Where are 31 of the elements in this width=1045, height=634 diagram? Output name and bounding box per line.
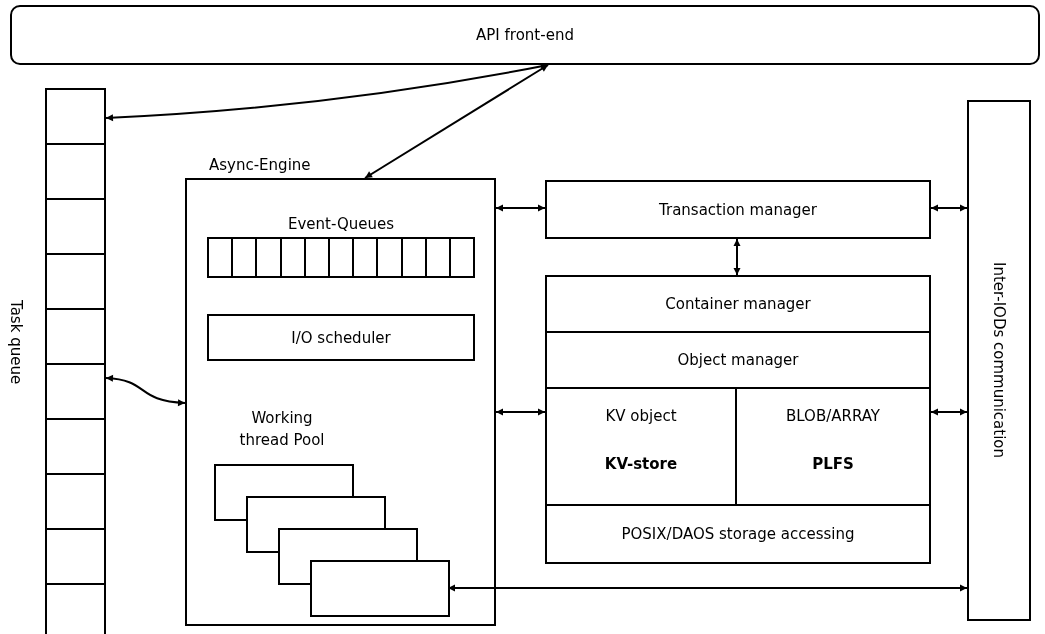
box-heading: Async-Engine xyxy=(209,156,311,174)
column-label: Task queue xyxy=(7,300,25,385)
box-label: Object manager xyxy=(677,351,799,369)
arrow xyxy=(495,204,546,212)
box-label: BLOB/ARRAY xyxy=(786,407,880,425)
arrow xyxy=(105,62,549,122)
box-label: Container manager xyxy=(665,295,811,313)
module-box xyxy=(545,275,931,333)
arrow xyxy=(447,584,968,592)
box-label: Transaction manager xyxy=(659,200,817,219)
arrow xyxy=(930,204,968,212)
box-label: API front-end xyxy=(476,26,574,44)
group-label: Working thread Pool xyxy=(238,408,326,451)
arrow xyxy=(733,238,741,276)
arrow xyxy=(495,408,546,416)
box-label: Inter-IODs communication xyxy=(990,262,1008,459)
arrow xyxy=(364,64,549,179)
box-label: I/O scheduler xyxy=(291,328,391,347)
arrow xyxy=(930,408,968,416)
box-label: KV object xyxy=(605,407,677,425)
box-label: KV-store xyxy=(604,455,678,473)
module-box xyxy=(967,100,1031,621)
module-box xyxy=(545,180,931,239)
module-box xyxy=(10,5,1040,65)
arrow xyxy=(105,375,186,406)
module-box xyxy=(545,504,931,564)
box-heading: Event-Queues xyxy=(288,215,394,233)
box-label: POSIX/DAOS storage accessing xyxy=(621,525,855,543)
module-box xyxy=(545,331,931,389)
box-label: PLFS xyxy=(812,455,854,473)
module-box xyxy=(207,314,475,361)
